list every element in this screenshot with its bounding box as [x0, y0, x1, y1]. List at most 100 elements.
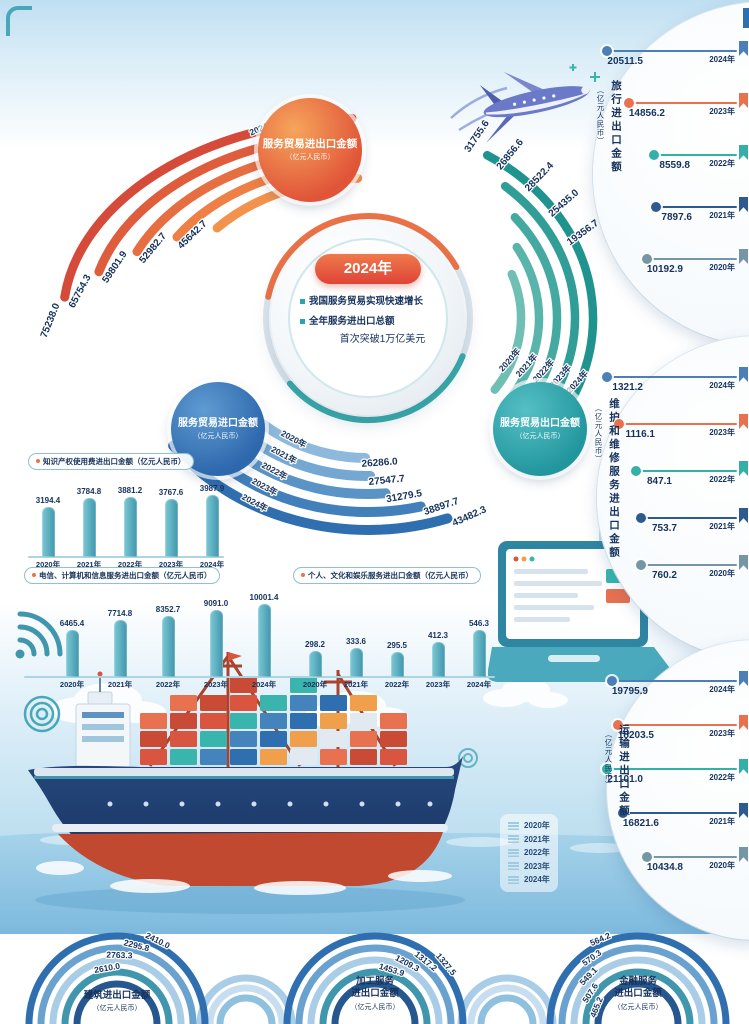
construction-chart-ring: [73, 980, 161, 1024]
metric-row: 19795.9 2024年: [597, 671, 749, 700]
panel-unit: （亿元人民币）: [594, 404, 603, 464]
badge-unit: （亿元人民币）: [285, 154, 335, 162]
airplane-illustration: [450, 64, 600, 144]
bar: [350, 648, 363, 677]
central-hub-content: 2024年 我国服务贸易实现快速增长 全年服务进出口总额 首次突破1万亿美元: [288, 238, 448, 398]
baseline: [24, 676, 300, 678]
container-box: [230, 677, 257, 693]
panel-unit: （亿元人民币）: [596, 86, 605, 146]
bar-year-label: 2024年: [251, 680, 277, 689]
metric-year-label: 2024年: [709, 55, 735, 64]
bar: [114, 620, 127, 677]
bar: [162, 616, 175, 677]
processing-chart-ring: [283, 932, 467, 1024]
bar-value-label: 412.3: [427, 631, 449, 640]
bar-value-label: 3767.6: [158, 488, 184, 497]
panel-title-maintenance-repair: （亿元人民币） 维护和维修服务进出口金额: [593, 398, 622, 560]
container-box: [230, 695, 257, 711]
metric-value: 847.1: [646, 476, 672, 487]
bar-year-label: 2022年: [384, 680, 410, 689]
chart-title-line: 建筑进出口金额: [83, 990, 151, 1001]
metric-line: [607, 768, 737, 770]
bow-waves: [36, 861, 452, 895]
metric-value: 16821.6: [622, 818, 659, 829]
metric-value: 10192.9: [646, 264, 683, 275]
container-box: [290, 731, 317, 747]
container-box: [320, 749, 347, 765]
metric-value: 21101.0: [607, 774, 643, 785]
panel-title-transport: （亿元人民币） 运输进出口金额: [603, 724, 632, 819]
bar-value-label: 7714.8: [107, 609, 133, 618]
panel-title: 旅行进出口金额: [610, 80, 622, 175]
arc-value-label: 25435.0: [547, 187, 582, 219]
metric-dot: [602, 372, 612, 382]
bookmark-flag-icon: [739, 508, 748, 523]
legend-item: 2020年: [508, 819, 550, 833]
metric-value: 1321.2: [612, 382, 643, 393]
metric-dot: [614, 419, 624, 429]
metric-year-label: 2022年: [709, 159, 735, 168]
arc-export-2020年: [490, 269, 526, 394]
hub-bullet-1: 我国服务贸易实现快速增长: [300, 296, 436, 308]
bar: [309, 651, 322, 677]
badge-unit: （亿元人民币）: [515, 433, 565, 440]
ship-shadow: [35, 886, 465, 914]
bar: [42, 507, 55, 557]
metric-year-label: 2022年: [709, 475, 735, 484]
container-box: [380, 749, 407, 765]
metric-line: [647, 258, 737, 260]
container-box: [230, 731, 257, 747]
bar-value-label: 3987.9: [199, 484, 225, 493]
metric-value: 19795.9: [611, 686, 648, 697]
badge-title: 服务贸易进出口金额: [262, 137, 358, 150]
container-box: [170, 749, 197, 765]
container-box: [140, 749, 167, 765]
ripple-icon: [23, 695, 61, 733]
harbor-scene-illustration: [0, 652, 749, 934]
arc-year-label: 2022年: [530, 357, 556, 384]
financial-chart-ring: [570, 956, 706, 1024]
panel-title: 运输进出口金额: [618, 724, 630, 819]
arc-value-label: 31279.5: [385, 488, 423, 505]
plane-body: [479, 71, 590, 144]
financial-chart-ring: [558, 944, 718, 1024]
bar-value-label: 3784.8: [76, 487, 102, 496]
metric-year-label: 2023年: [709, 428, 735, 437]
bookmark-flag-icon: [739, 555, 748, 570]
bar-year-label: 2022年: [117, 560, 143, 569]
container-box: [290, 749, 317, 765]
metric-year-label: 2023年: [709, 729, 735, 738]
bookmark-flag-icon: [739, 414, 748, 429]
metric-value: 14856.2: [628, 108, 665, 119]
portholes: [107, 801, 433, 807]
bar-value-label: 295.5: [386, 641, 408, 650]
financial-chart-ring: [546, 932, 730, 1024]
container-box: [200, 713, 227, 729]
bar: [210, 610, 223, 677]
legend-year-label: 2024年: [524, 875, 550, 885]
badge-unit: （亿元人民币）: [193, 433, 243, 440]
metric-year-label: 2024年: [709, 685, 735, 694]
bar-value-label: 3881.2: [117, 486, 143, 495]
chart-title-line: 进出口金额: [351, 988, 399, 1000]
badge-title: 服务贸易进口金额: [178, 418, 258, 429]
legend-bar-icon: [508, 862, 519, 871]
baseline: [293, 676, 495, 678]
dot-icon: [36, 459, 40, 463]
financial-chart-ring: [594, 980, 682, 1024]
hub-bullet-1-text: 我国服务贸易实现快速增长: [309, 296, 424, 307]
arc-year-label: 2023年: [250, 476, 279, 498]
container-box: [320, 695, 347, 711]
bar-value-label: 6465.4: [59, 619, 85, 628]
container-box: [200, 749, 227, 765]
bookmark-flag-icon: [739, 715, 748, 730]
chart-title: 电信、计算机和信息服务进出口金额（亿元人民币）: [39, 570, 212, 580]
metric-dot: [636, 560, 646, 570]
